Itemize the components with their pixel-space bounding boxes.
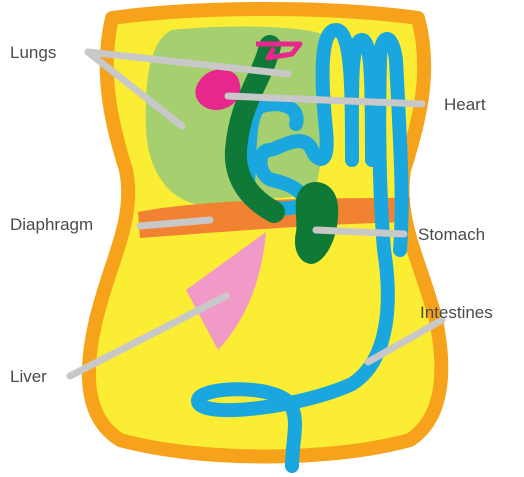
liver-label: Liver bbox=[10, 367, 47, 386]
intestines-label: Intestines bbox=[420, 303, 493, 322]
stomach-leader-line bbox=[316, 230, 404, 234]
diaphragm-label: Diaphragm bbox=[10, 215, 93, 234]
stomach-label: Stomach bbox=[418, 225, 485, 244]
heart-label: Heart bbox=[444, 95, 486, 114]
lungs-label: Lungs bbox=[10, 43, 56, 62]
